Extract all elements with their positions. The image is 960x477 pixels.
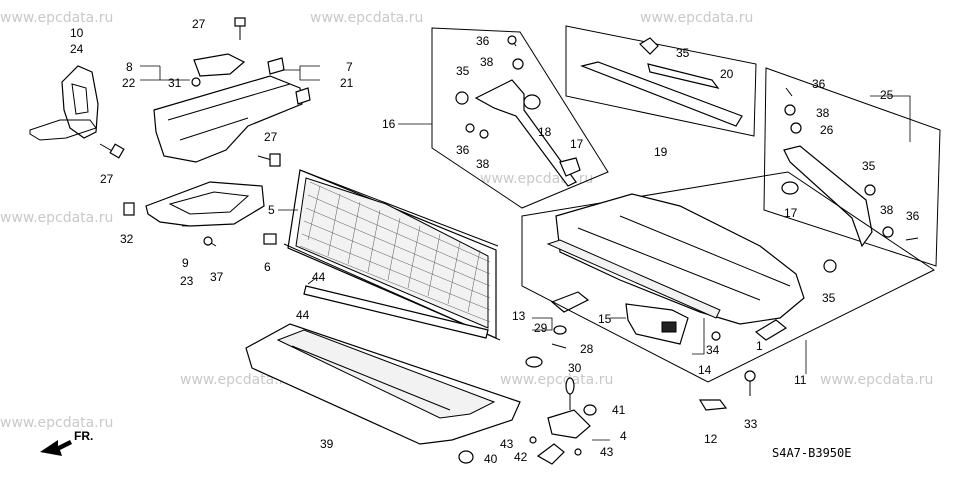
callout-35-d: 35 [822, 291, 836, 305]
callout-29: 29 [534, 321, 548, 335]
rail-assembly-19 [565, 25, 757, 137]
callout-37: 37 [210, 270, 224, 284]
front-direction-arrow: FR. [40, 429, 93, 456]
callout-20: 20 [720, 67, 734, 81]
side-panel-25 [763, 67, 941, 267]
screw-27-top [234, 17, 246, 40]
callout-25: 25 [880, 88, 894, 102]
watermark: www.epcdata.ru [820, 372, 933, 388]
callout-23: 23 [180, 274, 194, 288]
callout-27-c: 27 [264, 130, 278, 144]
rear-tray-panel-39 [245, 323, 521, 445]
screw-37 [203, 236, 217, 247]
side-brackets-16 [431, 27, 609, 209]
callout-35-a: 35 [456, 64, 470, 78]
bolt-27-mid [257, 153, 281, 167]
cap-40 [458, 450, 474, 464]
callout-35-b: 35 [676, 46, 690, 60]
callout-44-b: 44 [296, 308, 310, 322]
direction-label: FR. [74, 429, 93, 443]
watermark: www.epcdata.ru [640, 10, 753, 26]
callout-27-a: 27 [192, 17, 206, 31]
callout-43-a: 43 [500, 437, 514, 451]
callout-24: 24 [70, 42, 84, 56]
callout-36-b: 36 [456, 143, 470, 157]
bracket-10-24 [29, 65, 99, 141]
watermark: www.epcdata.ru [0, 10, 113, 26]
strip-44 [303, 285, 489, 339]
callout-42: 42 [514, 450, 528, 464]
callout-4: 4 [620, 429, 627, 443]
callout-36-c: 36 [812, 77, 826, 91]
upper-brackets-7-8 [153, 53, 311, 163]
callout-16: 16 [382, 117, 396, 131]
callout-36-a: 36 [476, 34, 490, 48]
callout-17-b: 17 [784, 206, 798, 220]
cargo-net-5 [283, 169, 501, 341]
callout-38-a: 38 [480, 55, 494, 69]
lower-bracket-9 [145, 181, 265, 227]
callout-12: 12 [704, 432, 718, 446]
watermark: www.epcdata.ru [310, 10, 423, 26]
callout-6: 6 [264, 260, 271, 274]
callout-34: 34 [706, 343, 720, 357]
leader-lines [140, 65, 911, 441]
callout-22: 22 [122, 76, 136, 90]
shelf-trim-11 [521, 171, 935, 383]
callout-13: 13 [512, 309, 526, 323]
callout-33: 33 [744, 417, 758, 431]
latch-4 [529, 377, 597, 465]
callout-36-d: 36 [906, 209, 920, 223]
callout-26: 26 [820, 123, 834, 137]
callout-15: 15 [598, 312, 612, 326]
callout-18: 18 [538, 125, 552, 139]
watermark: www.epcdata.ru [0, 210, 113, 226]
callout-7: 7 [346, 60, 353, 74]
callout-14: 14 [698, 363, 712, 377]
callout-27-b: 27 [100, 172, 114, 186]
callout-1: 1 [756, 339, 763, 353]
callout-30: 30 [568, 361, 582, 375]
callout-43-b: 43 [600, 445, 614, 459]
diagram-code: S4A7-B3950E [772, 446, 851, 460]
watermark: www.epcdata.ru [180, 372, 293, 388]
watermark: www.epcdata.ru [500, 372, 613, 388]
callout-5: 5 [268, 203, 275, 217]
watermark: www.epcdata.ru [0, 415, 113, 431]
clip-12 [698, 399, 728, 411]
callout-28: 28 [580, 342, 594, 356]
callout-9: 9 [182, 256, 189, 270]
callout-8: 8 [126, 60, 133, 74]
callout-10: 10 [70, 26, 84, 40]
callout-39: 39 [320, 437, 334, 451]
callout-19: 19 [654, 145, 668, 159]
callout-38-b: 38 [476, 157, 490, 171]
callout-labels: 10 24 27 8 22 31 7 21 27 27 5 32 9 23 37… [70, 17, 920, 466]
callout-31: 31 [168, 76, 182, 90]
callout-32: 32 [120, 232, 134, 246]
callout-40: 40 [484, 452, 498, 466]
callout-21: 21 [340, 76, 354, 90]
watermarks: www.epcdata.ru www.epcdata.ru www.epcdat… [0, 10, 933, 431]
callout-35-c: 35 [862, 159, 876, 173]
callout-41: 41 [612, 403, 626, 417]
clip-6 [263, 233, 277, 245]
callout-38-d: 38 [880, 203, 894, 217]
bolt-27-left [99, 143, 125, 159]
bolt-33 [744, 370, 756, 396]
callout-11: 11 [794, 373, 807, 387]
clip-32 [123, 202, 135, 216]
callout-44-a: 44 [312, 270, 326, 284]
callout-38-c: 38 [816, 106, 830, 120]
clips-13-30 [525, 291, 590, 368]
callout-17-a: 17 [570, 137, 584, 151]
watermark: www.epcdata.ru [480, 171, 593, 187]
